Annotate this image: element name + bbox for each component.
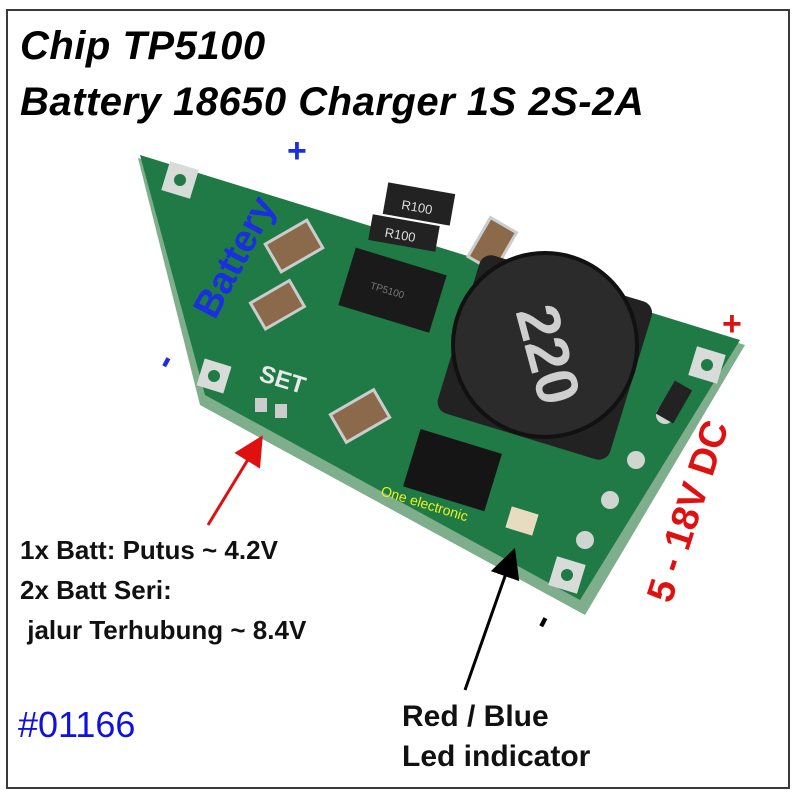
set-arrow (206, 435, 263, 526)
product-code: #01166 (18, 704, 136, 745)
note-line-1: 1x Batt: Putus ~ 4.2V (20, 535, 278, 565)
note-line-3: jalur Terhubung ~ 8.4V (20, 615, 307, 645)
title-line-2: Battery 18650 Charger 1S 2S-2A (20, 80, 645, 124)
led-note-line-1: Red / Blue (402, 700, 549, 733)
set-pads (255, 398, 287, 418)
input-plus: + (722, 305, 742, 343)
resistors (368, 182, 693, 424)
led-note-line-2: Led indicator (402, 740, 591, 773)
title-line-1: Chip TP5100 (20, 24, 266, 68)
battery-plus: + (287, 132, 307, 170)
led-arrow (463, 547, 520, 691)
tp5100-chip (338, 247, 447, 333)
note-line-2: 2x Batt Seri: (20, 575, 172, 605)
diode (403, 429, 502, 512)
led (505, 506, 539, 536)
image-frame (6, 9, 790, 789)
resistor-label-1: R100 (400, 197, 433, 217)
resistor-label-2: R100 (384, 225, 417, 245)
capacitors (248, 215, 519, 445)
inductor (451, 251, 639, 439)
